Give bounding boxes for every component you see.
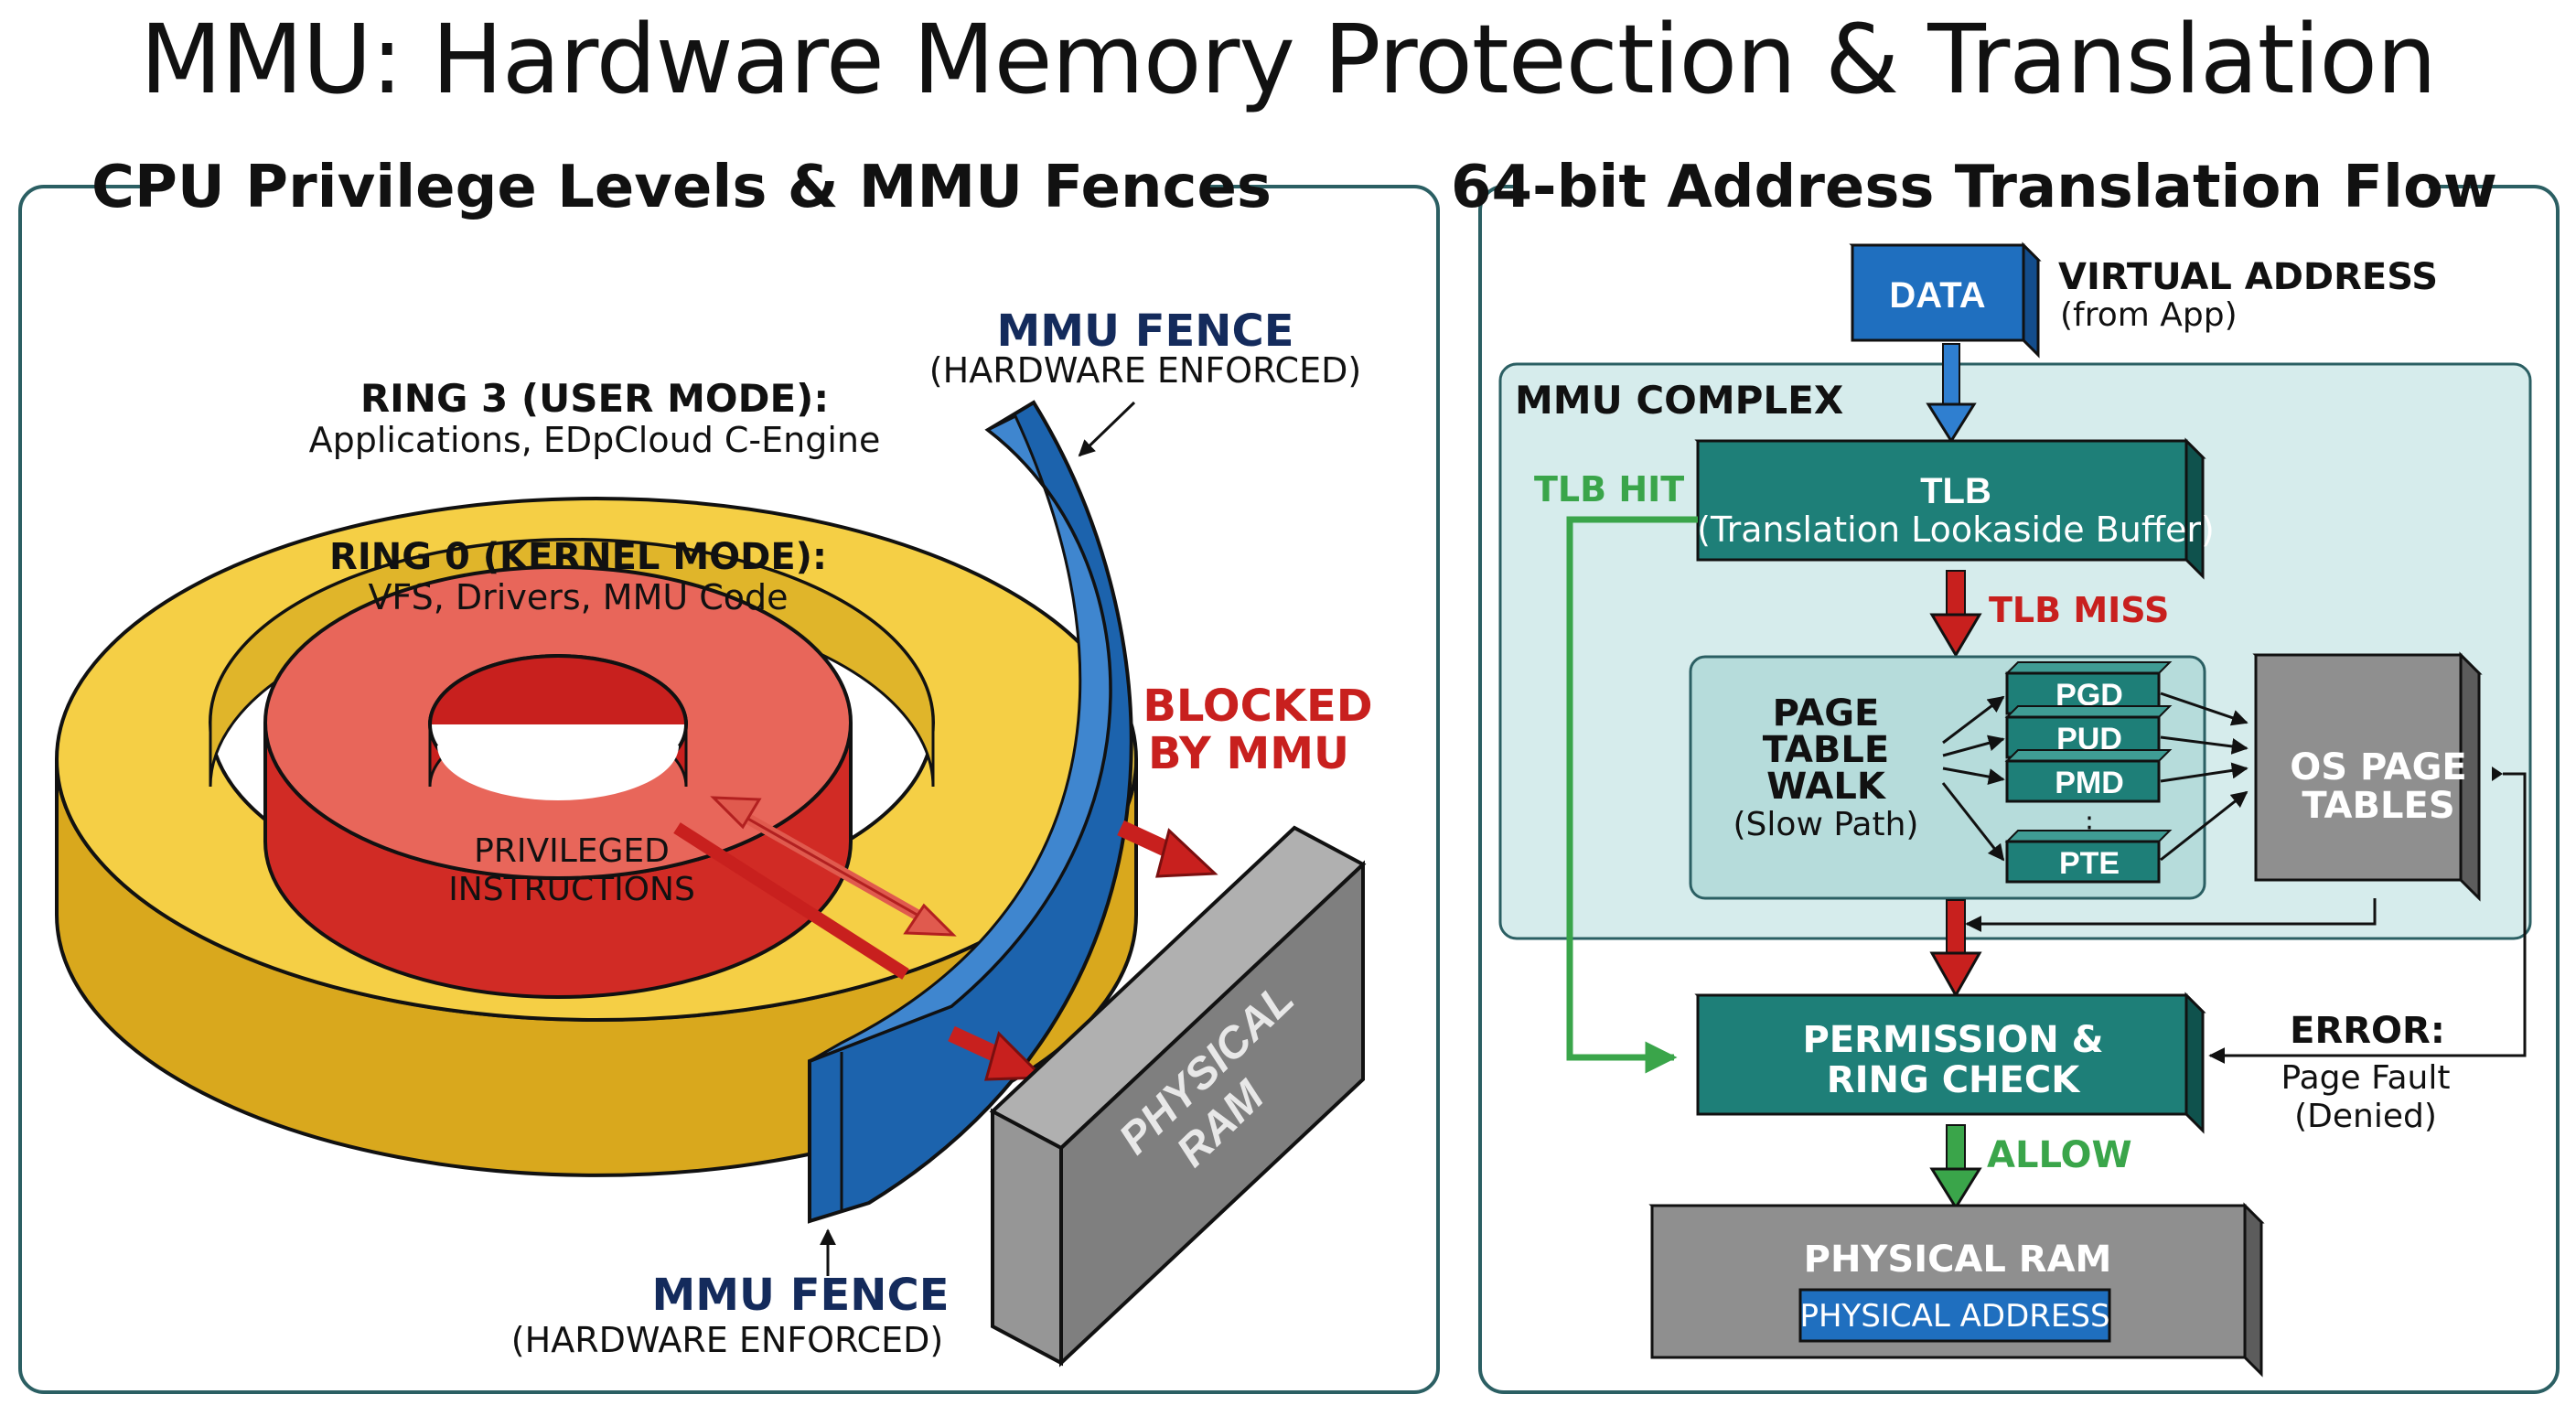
tlb-hit-arrow	[1566, 516, 1698, 1074]
walk-label-line2: TABLE	[1763, 729, 1889, 771]
level-pmd: PMD	[2004, 749, 2173, 803]
physical-ram-block: PHYSICAL RAM	[989, 825, 1367, 1367]
physical-ram-box: PHYSICAL RAM PHYSICAL ADDRESS	[1648, 1202, 2265, 1378]
ring0-description: VFS, Drivers, MMU Code	[368, 577, 788, 617]
walk-label-line1: PAGE	[1773, 692, 1880, 735]
allow-arrow	[1929, 1124, 1982, 1210]
ring0-title: RING 0 (KERNEL MODE):	[329, 536, 827, 578]
right-panel: 64-bit Address Translation Flow MMU COMP…	[1451, 154, 2560, 1394]
physical-ram-title: PHYSICAL RAM	[1804, 1239, 2112, 1281]
data-cube: DATA	[1849, 241, 2042, 359]
permission-line2: RING CHECK	[1827, 1059, 2081, 1101]
privileged-double-arrow	[710, 796, 957, 937]
error-line1: Page Fault	[2281, 1059, 2451, 1097]
allow-label: ALLOW	[1987, 1134, 2132, 1176]
mmu-fence-wall	[808, 400, 1133, 1224]
walk-label-line3: WALK	[1766, 766, 1887, 808]
tlb-hit-label: TLB HIT	[1534, 469, 1684, 509]
ring3-title: RING 3 (USER MODE):	[360, 376, 829, 421]
from-app-label: (from App)	[2060, 296, 2238, 334]
os-page-tables-line2: TABLES	[2302, 785, 2454, 827]
walk-subtitle: (Slow Path)	[1733, 806, 1919, 843]
data-label: DATA	[1889, 275, 1985, 316]
level-pte-label: PTE	[2059, 846, 2120, 881]
ring3-description: Applications, EDpCloud C-Engine	[309, 420, 881, 460]
data-to-tlb-arrow	[1926, 343, 1977, 444]
left-panel-heading: CPU Privilege Levels & MMU Fences	[91, 154, 1272, 221]
physical-address-label: PHYSICAL ADDRESS	[1799, 1298, 2109, 1335]
privileged-label-line1: PRIVILEGED	[474, 832, 670, 870]
tlb-miss-arrow	[1929, 570, 1982, 658]
fence-top-pointer	[1078, 401, 1136, 457]
tlb-box: TLB (Translation Lookaside Buffer)	[1694, 437, 2215, 580]
os-page-tables-line1: OS PAGE	[2290, 746, 2467, 788]
tlb-miss-label: TLB MISS	[1989, 590, 2169, 630]
ring0-torus	[263, 565, 853, 999]
os-page-tables-block: OS PAGE TABLES	[2252, 651, 2483, 902]
walk-fanout-arrows	[1941, 695, 2005, 862]
blocked-label-line1: BLOCKED	[1143, 681, 1372, 732]
virtual-address-label: VIRTUAL ADDRESS	[2058, 256, 2438, 298]
level-pmd-label: PMD	[2055, 766, 2124, 800]
error-title: ERROR:	[2290, 1010, 2445, 1052]
left-panel: CPU Privilege Levels & MMU Fences RING 3…	[18, 154, 1440, 1394]
right-panel-heading: 64-bit Address Translation Flow	[1451, 154, 2497, 221]
page-title: MMU: Hardware Memory Protection & Transl…	[140, 4, 2437, 115]
tlb-title: TLB	[1920, 471, 1991, 511]
physical-address-badge	[1798, 1288, 2111, 1343]
blocked-label-line2: BY MMU	[1148, 728, 1349, 779]
mmu-complex-label: MMU COMPLEX	[1515, 378, 1843, 423]
privileged-label-line2: INSTRUCTIONS	[448, 871, 695, 908]
fence-top-subtitle: (HARDWARE ENFORCED)	[929, 350, 1361, 391]
levels-to-os-arrows	[2160, 692, 2249, 862]
tlb-subtitle: (Translation Lookaside Buffer)	[1697, 509, 2215, 550]
fence-bottom-subtitle: (HARDWARE ENFORCED)	[511, 1320, 943, 1360]
permission-line1: PERMISSION &	[1802, 1019, 2103, 1061]
blocked-arrow-inner	[673, 820, 1218, 1081]
error-loop-arrow	[2208, 772, 2527, 1064]
error-line2: (Denied)	[2294, 1098, 2437, 1135]
level-pte: PTE	[2004, 830, 2173, 884]
fence-top-title: MMU FENCE	[997, 306, 1294, 357]
fence-bottom-title: MMU FENCE	[652, 1270, 950, 1321]
os-return-arrow	[1965, 898, 2377, 932]
walk-to-permission-arrow	[1929, 899, 1982, 999]
permission-check-box: PERMISSION & RING CHECK	[1694, 992, 2206, 1134]
